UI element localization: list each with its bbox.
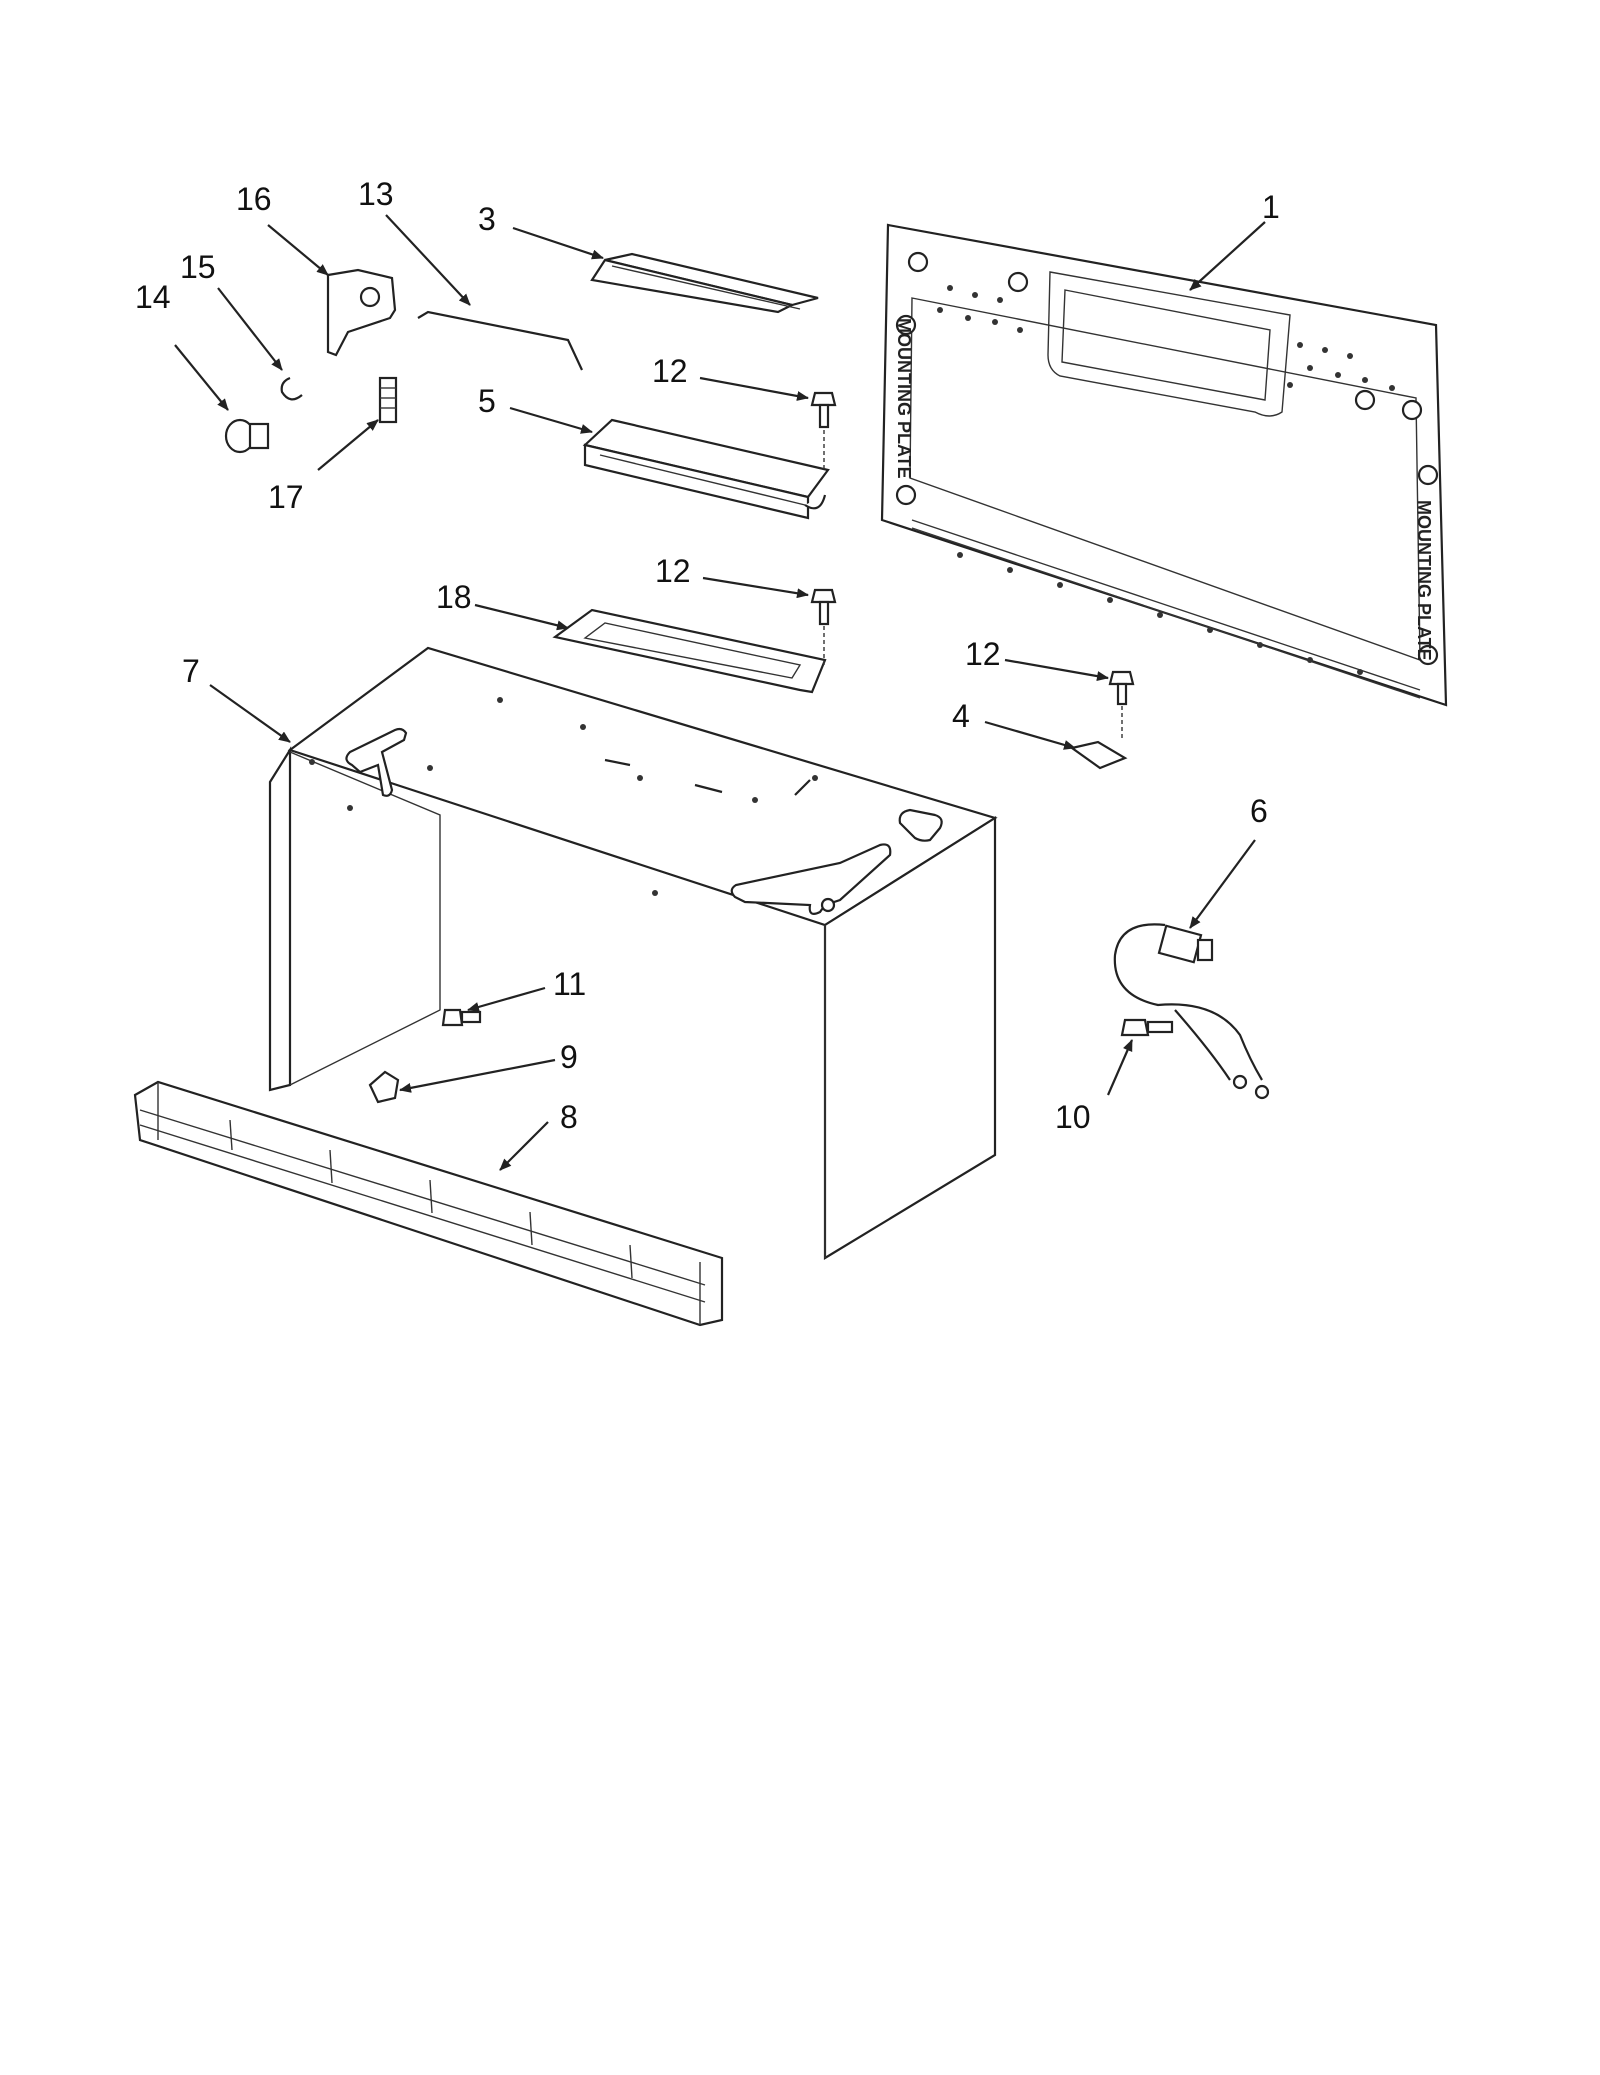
callout-9: 9 — [560, 1039, 578, 1075]
mounting-plate-label-right: MOUNTING PLATE — [1414, 500, 1434, 661]
callouts: 1 3 5 12 12 12 18 7 4 6 10 11 9 8 16 13 … — [135, 176, 1280, 1135]
part-16-bracket — [326, 268, 397, 357]
part-10-screw — [1120, 1018, 1174, 1037]
part-5-tray — [582, 418, 830, 520]
part-12-screw-c — [1108, 670, 1135, 740]
callout-7: 7 — [182, 653, 200, 689]
part-12-screw-a — [810, 391, 837, 470]
callout-12-right: 12 — [965, 636, 1001, 672]
part-6-switch-harness — [1113, 923, 1270, 1100]
leader-lines — [174, 214, 1266, 1171]
part-9-clip — [368, 1070, 400, 1104]
callout-15: 15 — [180, 249, 216, 285]
callout-13: 13 — [358, 176, 394, 212]
part-3-strip — [590, 252, 819, 314]
callout-11: 11 — [553, 966, 586, 1002]
callout-3: 3 — [478, 201, 496, 237]
mounting-plate: MOUNTING PLATE MOUNTING PLATE — [880, 223, 1448, 707]
callout-8: 8 — [560, 1099, 578, 1135]
callout-14: 14 — [135, 279, 171, 315]
callout-4: 4 — [952, 698, 970, 734]
callout-17: 17 — [268, 479, 304, 515]
callout-10: 10 — [1055, 1099, 1091, 1135]
part-12-screw-b — [810, 588, 837, 665]
part-11-screw — [441, 1008, 482, 1027]
callout-12-middle: 12 — [655, 553, 691, 589]
callout-18: 18 — [436, 579, 472, 615]
part-17-spring — [378, 376, 398, 424]
part-7-cabinet — [268, 646, 998, 1260]
part-4-tab — [1069, 740, 1128, 770]
mounting-plate-label-left: MOUNTING PLATE — [894, 318, 914, 479]
callout-16: 16 — [236, 181, 272, 217]
part-15-clip — [280, 376, 303, 401]
callout-12-top: 12 — [652, 353, 688, 389]
part-18-gasket — [552, 608, 827, 694]
part-14-knob — [224, 418, 270, 454]
callout-6: 6 — [1250, 793, 1268, 829]
callout-5: 5 — [478, 383, 496, 419]
part-13-wire — [417, 310, 583, 371]
part-8-grille — [133, 1080, 724, 1327]
callout-1: 1 — [1262, 189, 1280, 225]
